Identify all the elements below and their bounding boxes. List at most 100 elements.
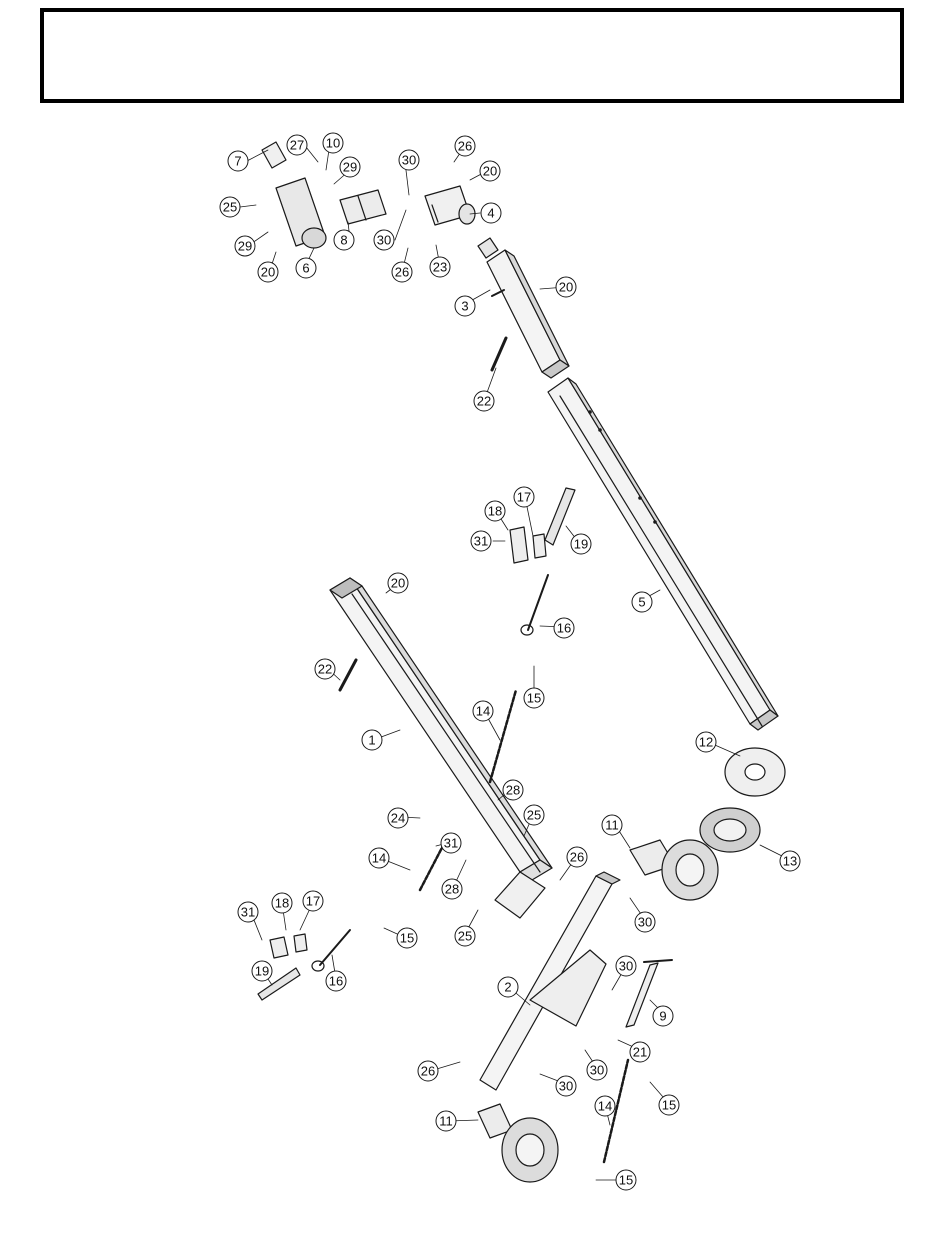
callout-label: 28: [445, 882, 459, 897]
callout-label: 25: [527, 808, 541, 823]
callout-label: 17: [306, 894, 320, 909]
callout-4: 4: [481, 203, 501, 223]
callout-label: 9: [659, 1009, 666, 1024]
callout-label: 21: [633, 1045, 647, 1060]
callout-14: 14: [473, 701, 493, 721]
callout-label: 20: [483, 164, 497, 179]
callout-label: 26: [395, 265, 409, 280]
callout-15: 15: [616, 1170, 636, 1190]
callout-label: 26: [570, 850, 584, 865]
callout-28: 28: [503, 780, 523, 800]
part-11-caster-left: [478, 1104, 558, 1182]
callout-label: 27: [290, 138, 304, 153]
callout-30: 30: [399, 150, 419, 170]
callout-label: 29: [238, 239, 252, 254]
callout-label: 7: [234, 154, 241, 169]
callout-19: 19: [252, 961, 272, 981]
callout-label: 29: [343, 160, 357, 175]
callout-11: 11: [436, 1111, 456, 1131]
callout-18: 18: [485, 501, 505, 521]
callout-label: 16: [329, 974, 343, 989]
callout-8: 8: [334, 230, 354, 250]
callout-label: 30: [638, 915, 652, 930]
callout-20: 20: [480, 161, 500, 181]
callout-21: 21: [630, 1042, 650, 1062]
callout-label: 31: [241, 905, 255, 920]
callout-3: 3: [455, 296, 475, 316]
callout-19: 19: [571, 534, 591, 554]
callout-9: 9: [653, 1006, 673, 1026]
callout-30: 30: [374, 230, 394, 250]
callout-13: 13: [780, 851, 800, 871]
callout-label: 14: [476, 704, 490, 719]
callout-30: 30: [587, 1060, 607, 1080]
part-1-main-tube: [330, 578, 552, 918]
callout-label: 6: [302, 261, 309, 276]
callout-label: 8: [340, 233, 347, 248]
callout-label: 2: [504, 980, 511, 995]
callout-17: 17: [303, 891, 323, 911]
callout-20: 20: [258, 262, 278, 282]
callout-label: 14: [372, 851, 386, 866]
callout-6: 6: [296, 258, 316, 278]
callout-label: 17: [517, 490, 531, 505]
callout-label: 30: [559, 1079, 573, 1094]
callout-10: 10: [323, 133, 343, 153]
callout-1: 1: [362, 730, 382, 750]
callout-25: 25: [524, 805, 544, 825]
callout-label: 25: [458, 929, 472, 944]
callout-26: 26: [567, 847, 587, 867]
callout-15: 15: [524, 688, 544, 708]
callout-26: 26: [418, 1061, 438, 1081]
callout-label: 14: [598, 1099, 612, 1114]
callout-16: 16: [554, 618, 574, 638]
callout-label: 3: [461, 299, 468, 314]
callout-22: 22: [474, 391, 494, 411]
callout-label: 16: [557, 621, 571, 636]
callout-label: 15: [527, 691, 541, 706]
callout-27: 27: [287, 135, 307, 155]
callout-15: 15: [659, 1095, 679, 1115]
callout-label: 20: [391, 576, 405, 591]
callout-26: 26: [392, 262, 412, 282]
callout-label: 31: [444, 836, 458, 851]
callout-label: 31: [474, 534, 488, 549]
callout-23: 23: [430, 257, 450, 277]
callout-label: 18: [488, 504, 502, 519]
callout-30: 30: [616, 956, 636, 976]
callout-label: 4: [487, 206, 494, 221]
callout-31: 31: [238, 902, 258, 922]
callout-22: 22: [315, 659, 335, 679]
callout-label: 28: [506, 783, 520, 798]
callout-label: 1: [368, 733, 375, 748]
callout-29: 29: [235, 236, 255, 256]
callout-label: 24: [391, 811, 405, 826]
callout-label: 5: [638, 595, 645, 610]
callout-11: 11: [602, 815, 622, 835]
hitch-head-assembly: [262, 142, 386, 248]
callout-label: 25: [223, 200, 237, 215]
callout-label: 13: [783, 854, 797, 869]
part-3-coupler-tube: [478, 238, 569, 378]
callout-2: 2: [498, 977, 518, 997]
callout-25: 25: [455, 926, 475, 946]
callout-label: 10: [326, 136, 340, 151]
callout-label: 20: [559, 280, 573, 295]
callout-label: 26: [458, 139, 472, 154]
callout-label: 22: [318, 662, 332, 677]
callout-14: 14: [595, 1096, 615, 1116]
callout-29: 29: [340, 157, 360, 177]
callout-label: 15: [400, 931, 414, 946]
callout-15: 15: [397, 928, 417, 948]
part-14-chain-1: [490, 690, 516, 782]
part-22-pin-1: [492, 338, 506, 370]
callout-label: 19: [574, 537, 588, 552]
part-12-washer: [725, 748, 785, 796]
callout-20: 20: [388, 573, 408, 593]
part-22-pin-2: [340, 660, 356, 690]
callout-30: 30: [556, 1076, 576, 1096]
callout-label: 23: [433, 260, 447, 275]
callout-label: 12: [699, 735, 713, 750]
callout-24: 24: [388, 808, 408, 828]
